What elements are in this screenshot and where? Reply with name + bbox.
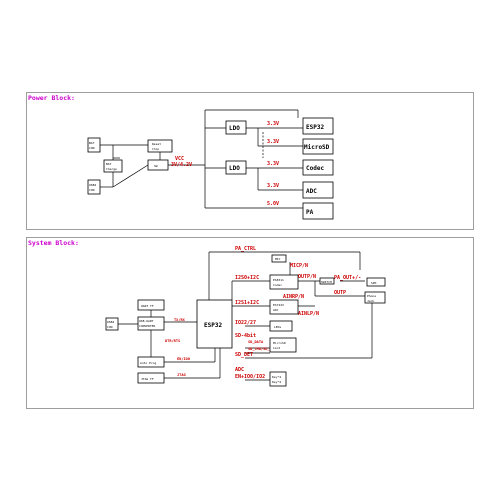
sys-esp32-label: ESP32 [204, 322, 222, 329]
power-vcc-range-label: 3V/4.2V [171, 162, 192, 168]
sys-io22-27-label: IO22/27 [235, 320, 256, 326]
sys-usb-con-label-1: USB2 [107, 320, 114, 324]
sys-pa-out-label: PA_OUT+/- [334, 275, 361, 281]
sys-i2s0-label: I2S0+I2C [235, 275, 259, 281]
sys-jtag-tf-label: JTAG TF [141, 377, 154, 381]
sys-outp-n-label: OUTP/N [298, 274, 316, 280]
sys-en-pins-label: EN+IO0/IO2 [235, 374, 265, 380]
power-vcc-label: VCC [175, 156, 184, 162]
sys-usb-uart-label-2: CONVERTER [139, 324, 155, 328]
power-esp32-box [302, 117, 334, 135]
power-wires [100, 109, 303, 209]
sys-auto-prog-box [137, 356, 165, 368]
power-switch-label: SW [154, 164, 158, 168]
power-switch-box [147, 159, 169, 171]
sys-adc-label-2: ADC [273, 308, 279, 312]
power-codec-box [302, 159, 334, 176]
power-ldo1-label: LDO [229, 125, 240, 132]
power-ldo2-label: LDO [229, 165, 240, 172]
sys-leds-label: LEDs [274, 325, 281, 329]
sys-keys-box [269, 371, 287, 387]
sys-sd-det-label: SD_DET [235, 352, 253, 358]
power-bat-con-label-1: BAT [89, 141, 95, 145]
power-bat-charge-label-2: Charge [106, 167, 117, 171]
sys-mic-box [271, 254, 287, 263]
power-esp32-label: ESP32 [306, 124, 324, 131]
sys-ainrp-n-label: AINRP/N [283, 294, 304, 300]
sys-leds-box [269, 320, 293, 332]
system-block-title: System Block: [28, 239, 79, 247]
power-pa-box [302, 202, 334, 220]
sys-adc-label: ADC [235, 367, 244, 373]
power-bat-charge-label-1: BAT [106, 162, 112, 166]
power-usb-con-box [87, 179, 101, 195]
sys-ainlp-n-label: AINLP/N [298, 311, 319, 317]
sys-phone-jack-box [364, 291, 386, 304]
sys-tx-rx-label: TX/RX [174, 318, 186, 322]
power-ldo2-box [225, 160, 247, 175]
power-reset-chip-box [147, 139, 173, 153]
sys-adc-label-1: ES7243 [273, 303, 284, 307]
system-wires [118, 251, 373, 381]
sys-sd-data-label: SD_DATA [248, 340, 264, 344]
power-rail3-label: 3.3V [267, 161, 279, 167]
power-rail4-label: 3.3V [267, 183, 279, 189]
power-bat-con-box [87, 137, 101, 153]
sys-mic-label: MIC [275, 257, 281, 261]
power-usb-con-label-1: USB2 [89, 183, 96, 187]
sys-phone-jack-label-2: Jack [367, 299, 374, 303]
power-ldo1-box [225, 120, 247, 135]
power-bat-con-label-2: CON [89, 146, 95, 150]
sys-codec-label-2: Codec [273, 283, 282, 287]
power-microsd-box [302, 138, 334, 155]
sys-outp-label: OUTP [334, 290, 346, 296]
sys-spk-label: SPK [371, 281, 377, 285]
sys-uart-tf-box [137, 299, 165, 311]
power-block-panel [26, 92, 474, 230]
power-rail5-label: 5.0V [267, 201, 279, 207]
power-codec-label: Codec [306, 165, 324, 172]
power-usb-con-label-2: CON [89, 188, 95, 192]
sys-codec-label-1: ES8311 [273, 278, 284, 282]
sys-phone-jack-label-1: Phone [367, 294, 376, 298]
sys-adc-box [269, 299, 299, 315]
power-adc-box [302, 181, 334, 199]
sys-dtr-rts-label: DTR/RTS [165, 339, 180, 343]
sys-microsd-box [269, 337, 297, 353]
sys-pa-ctrl-label: PA_CTRL [235, 246, 256, 252]
sys-usb-uart-box [137, 316, 165, 331]
sys-keys-label-2: Key*4 [272, 380, 281, 384]
sys-keys-label-1: Key*4 [272, 375, 281, 379]
sys-codec-box [269, 274, 299, 290]
sys-jtag-tf-box [137, 372, 165, 384]
sys-usb-uart-label-1: USB-UART [139, 319, 154, 323]
sys-jtag-label: JTAG [177, 373, 186, 377]
sys-microsd-label-1: MicroSD [273, 341, 286, 345]
sys-usb-con-label-2: CON [107, 325, 113, 329]
power-pa-label: PA [306, 209, 314, 216]
power-rail1-label: 3.3V [267, 121, 279, 127]
power-microsd-label: MicroSD [304, 144, 330, 151]
sys-auto-prog-label: Auto Prog [140, 361, 156, 365]
sys-usb-con-box [105, 317, 119, 331]
power-reset-chip-label-2: Chip [152, 147, 159, 151]
power-rail2-label: 3.3V [267, 139, 279, 145]
sys-spk-box [366, 277, 386, 287]
sys-switch-box [319, 277, 335, 285]
sys-en-io0-label: EN/IO0 [177, 357, 190, 361]
sys-switch-label: SWITCH [321, 280, 332, 284]
power-bat-charge-box [103, 159, 123, 173]
sys-microsd-label-2: Card [273, 346, 280, 350]
power-adc-label: ADC [306, 188, 317, 195]
sys-esp32-box [196, 299, 233, 349]
sys-uart-tf-label: UART TF [141, 304, 154, 308]
power-block-title: Power Block: [28, 94, 75, 102]
sys-i2s1-label: I2S1+I2C [235, 300, 259, 306]
sys-sd-4bit-label: SD-4bit [235, 333, 256, 339]
power-reset-chip-label-1: Reset [152, 142, 161, 146]
sys-micp-n-label: MICP/N [290, 263, 308, 269]
sys-sd-ctrl-label: SD_CMD/SD_CLK [248, 347, 277, 351]
